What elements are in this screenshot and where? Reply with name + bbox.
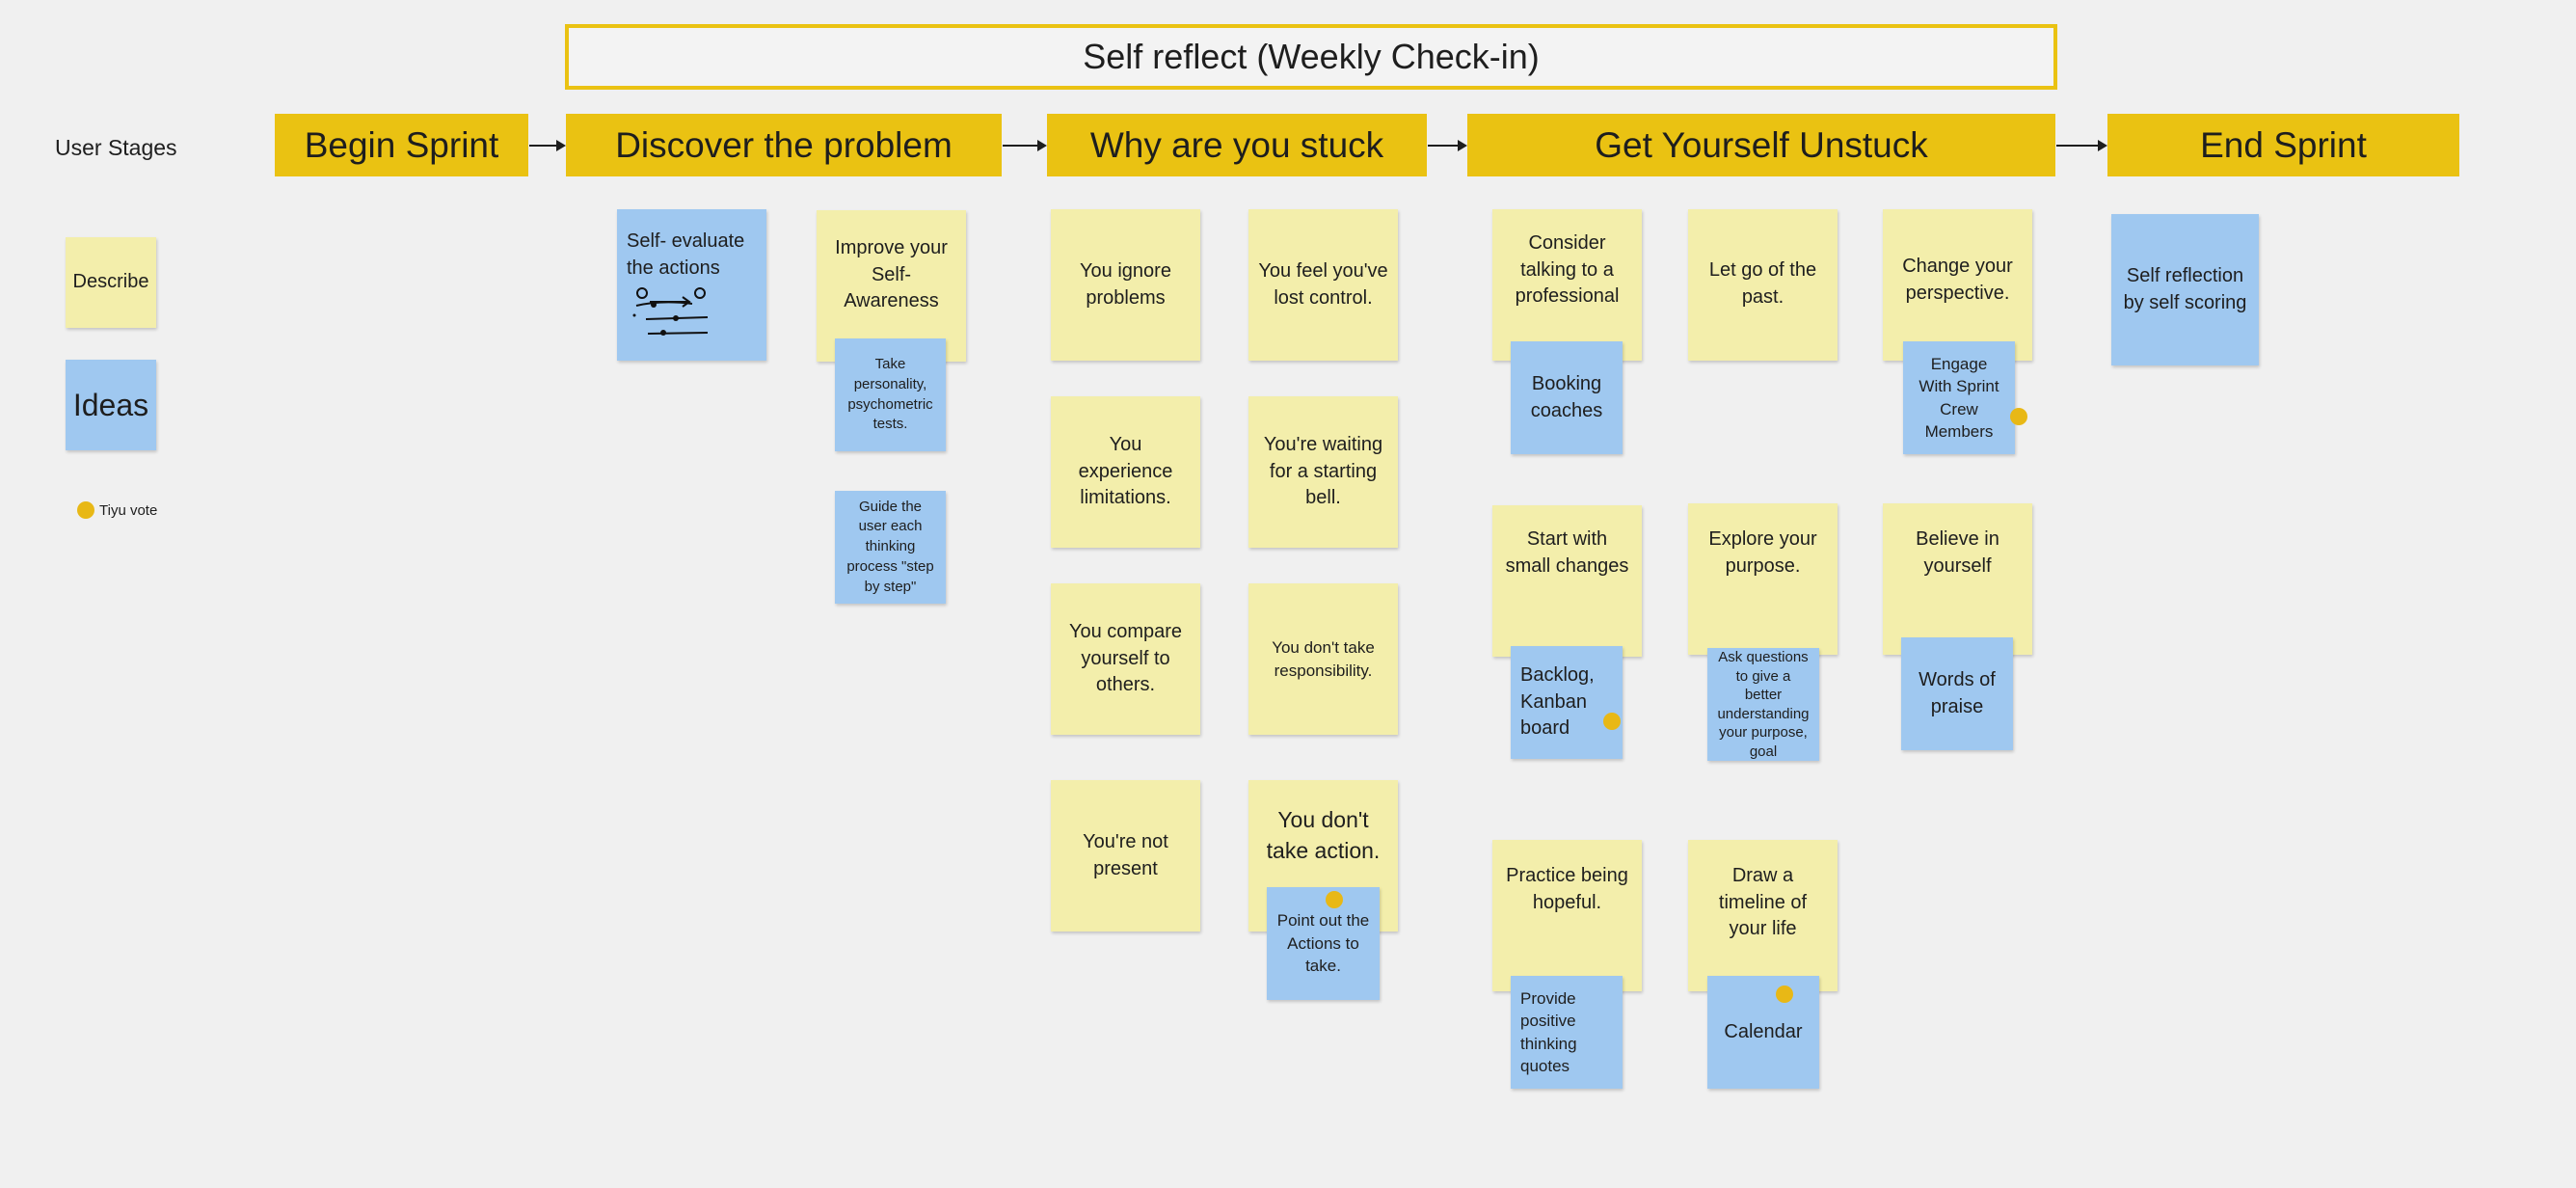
note-draw-timeline: Draw a timeline of your life <box>1688 840 1838 991</box>
connector-arrow <box>1428 140 1467 151</box>
legend-ideas: Ideas <box>66 360 156 450</box>
idea-words-of-praise: Words of praise <box>1901 637 2013 750</box>
idea-self-scoring: Self reflection by self scoring <box>2111 214 2259 365</box>
scale-sketch-icon <box>632 287 709 336</box>
note-let-go-past: Let go of the past. <box>1688 209 1838 361</box>
note-not-present: You're not present <box>1051 780 1200 932</box>
stage-end-sprint: End Sprint <box>2107 114 2459 176</box>
note-ignore-problems: You ignore problems <box>1051 209 1200 361</box>
idea-guide-step-by-step: Guide the user each thinking process "st… <box>835 491 946 604</box>
user-stages-label: User Stages <box>55 135 177 160</box>
idea-point-out-actions: Point out the Actions to take. <box>1267 887 1380 1000</box>
connector-arrow <box>1003 140 1047 151</box>
note-compare-others: You compare yourself to others. <box>1051 583 1200 735</box>
connector-arrow <box>529 140 566 151</box>
stage-discover-problem: Discover the problem <box>566 114 1002 176</box>
vote-dot-icon <box>1603 713 1621 730</box>
note-believe-yourself: Believe in yourself <box>1883 503 2032 655</box>
idea-positive-quotes: Provide positive thinking quotes <box>1511 976 1623 1089</box>
note-small-changes: Start with small changes <box>1492 505 1642 657</box>
note-practice-hopeful: Practice being hopeful. <box>1492 840 1642 991</box>
note-waiting-starting-bell: You're waiting for a starting bell. <box>1248 396 1398 548</box>
board-title: Self reflect (Weekly Check-in) <box>565 24 2057 90</box>
note-lost-control: You feel you've lost control. <box>1248 209 1398 361</box>
vote-dot-icon <box>1326 891 1343 908</box>
idea-backlog-kanban: Backlog, Kanban board <box>1511 646 1623 759</box>
idea-ask-questions: Ask questions to give a better understan… <box>1707 648 1819 761</box>
vote-dot-icon <box>2010 408 2027 425</box>
note-explore-purpose: Explore your purpose. <box>1688 503 1838 655</box>
idea-booking-coaches: Booking coaches <box>1511 341 1623 454</box>
connector-arrow <box>2056 140 2107 151</box>
stage-get-unstuck: Get Yourself Unstuck <box>1467 114 2055 176</box>
vote-dot-icon <box>77 501 94 519</box>
legend-vote: Tiyu vote <box>77 501 157 519</box>
note-consider-professional: Consider talking to a professional <box>1492 209 1642 361</box>
note-change-perspective: Change your perspective. <box>1883 209 2032 361</box>
legend-describe: Describe <box>66 237 156 328</box>
stage-begin-sprint: Begin Sprint <box>275 114 528 176</box>
idea-calendar: Calendar <box>1707 976 1819 1089</box>
vote-dot-icon <box>1776 986 1793 1003</box>
note-no-responsibility: You don't take responsibility. <box>1248 583 1398 735</box>
note-limitations: You experience limitations. <box>1051 396 1200 548</box>
note-improve-self-awareness: Improve your Self-Awareness <box>817 210 966 362</box>
legend-vote-label: Tiyu vote <box>99 501 158 519</box>
idea-engage-sprint-crew: Engage With Sprint Crew Members <box>1903 341 2015 454</box>
note-self-evaluate: Self- evaluate the actions <box>617 209 766 361</box>
idea-take-tests: Take personality, psychometric tests. <box>835 338 946 451</box>
note-text: Self- evaluate the actions <box>627 230 745 279</box>
stage-why-stuck: Why are you stuck <box>1047 114 1427 176</box>
